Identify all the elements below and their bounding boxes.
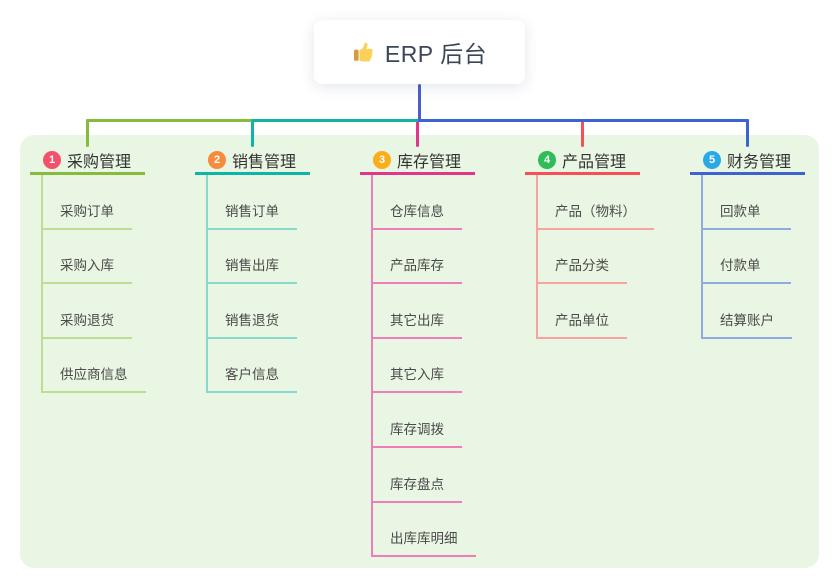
branch-number-badge: 4 <box>538 151 556 169</box>
branch-item[interactable]: 产品单位 <box>538 284 627 339</box>
branch-label: 财务管理 <box>727 154 792 171</box>
branch-item[interactable]: 销售订单 <box>208 175 297 230</box>
branch-item[interactable]: 销售出库 <box>208 230 297 285</box>
drop-line <box>746 119 749 147</box>
branch-item[interactable]: 采购入库 <box>43 230 132 285</box>
h-line-green <box>86 119 254 122</box>
branch-item[interactable]: 其它入库 <box>373 339 462 394</box>
branch-number-badge: 3 <box>373 151 391 169</box>
root-title: ERP 后台 <box>384 41 488 67</box>
branch-heading[interactable]: 4 产品管理 <box>525 148 640 175</box>
branch-item[interactable]: 客户信息 <box>208 339 297 394</box>
thumbs-up-icon <box>352 40 376 64</box>
branch-item[interactable]: 产品（物料） <box>538 175 654 230</box>
branch-item[interactable]: 仓库信息 <box>373 175 462 230</box>
branch-column: 2 销售管理 销售订单销售出库销售退货客户信息 <box>195 148 310 394</box>
branch-item[interactable]: 库存盘点 <box>373 448 462 503</box>
drop-line <box>416 121 419 147</box>
branch-item[interactable]: 产品库存 <box>373 230 462 285</box>
branch-item[interactable]: 回款单 <box>703 175 791 230</box>
branch-item[interactable]: 结算账户 <box>703 284 792 339</box>
branch-items: 采购订单采购入库采购退货供应商信息 <box>41 175 146 394</box>
branch-item[interactable]: 采购退货 <box>43 284 132 339</box>
branch-item[interactable]: 付款单 <box>703 230 791 285</box>
branch-label: 销售管理 <box>232 154 297 171</box>
h-line-blue <box>418 119 749 122</box>
branch-heading[interactable]: 2 销售管理 <box>195 148 310 175</box>
root-node[interactable]: ERP 后台 <box>314 20 525 84</box>
branches-panel <box>20 135 819 568</box>
branch-number-badge: 5 <box>703 151 721 169</box>
branch-item[interactable]: 产品分类 <box>538 230 627 285</box>
branch-item[interactable]: 库存调拨 <box>373 393 462 448</box>
root-stem-line <box>418 84 421 122</box>
branch-column: 1 采购管理 采购订单采购入库采购退货供应商信息 <box>30 148 146 394</box>
h-line-teal <box>251 119 420 122</box>
branch-items: 回款单付款单结算账户 <box>701 175 805 339</box>
branch-items: 仓库信息产品库存其它出库其它入库库存调拨库存盘点出库库明细 <box>371 175 476 558</box>
branch-item[interactable]: 其它出库 <box>373 284 462 339</box>
branch-label: 产品管理 <box>562 154 627 171</box>
branch-column: 3 库存管理 仓库信息产品库存其它出库其它入库库存调拨库存盘点出库库明细 <box>360 148 476 558</box>
branch-item[interactable]: 供应商信息 <box>43 339 146 394</box>
branch-heading[interactable]: 3 库存管理 <box>360 148 475 175</box>
branch-items: 产品（物料）产品分类产品单位 <box>536 175 654 339</box>
branch-label: 采购管理 <box>67 154 132 171</box>
branch-item[interactable]: 采购订单 <box>43 175 132 230</box>
branch-heading[interactable]: 5 财务管理 <box>690 148 805 175</box>
branch-column: 5 财务管理 回款单付款单结算账户 <box>690 148 805 339</box>
drop-line <box>251 119 254 147</box>
branch-column: 4 产品管理 产品（物料）产品分类产品单位 <box>525 148 654 339</box>
branch-number-badge: 2 <box>208 151 226 169</box>
branch-number-badge: 1 <box>43 151 61 169</box>
branch-item[interactable]: 出库库明细 <box>373 503 476 558</box>
drop-line <box>86 119 89 147</box>
branch-item[interactable]: 销售退货 <box>208 284 297 339</box>
branch-label: 库存管理 <box>397 154 462 171</box>
branch-items: 销售订单销售出库销售退货客户信息 <box>206 175 310 394</box>
drop-line <box>581 119 584 147</box>
branch-heading[interactable]: 1 采购管理 <box>30 148 145 175</box>
